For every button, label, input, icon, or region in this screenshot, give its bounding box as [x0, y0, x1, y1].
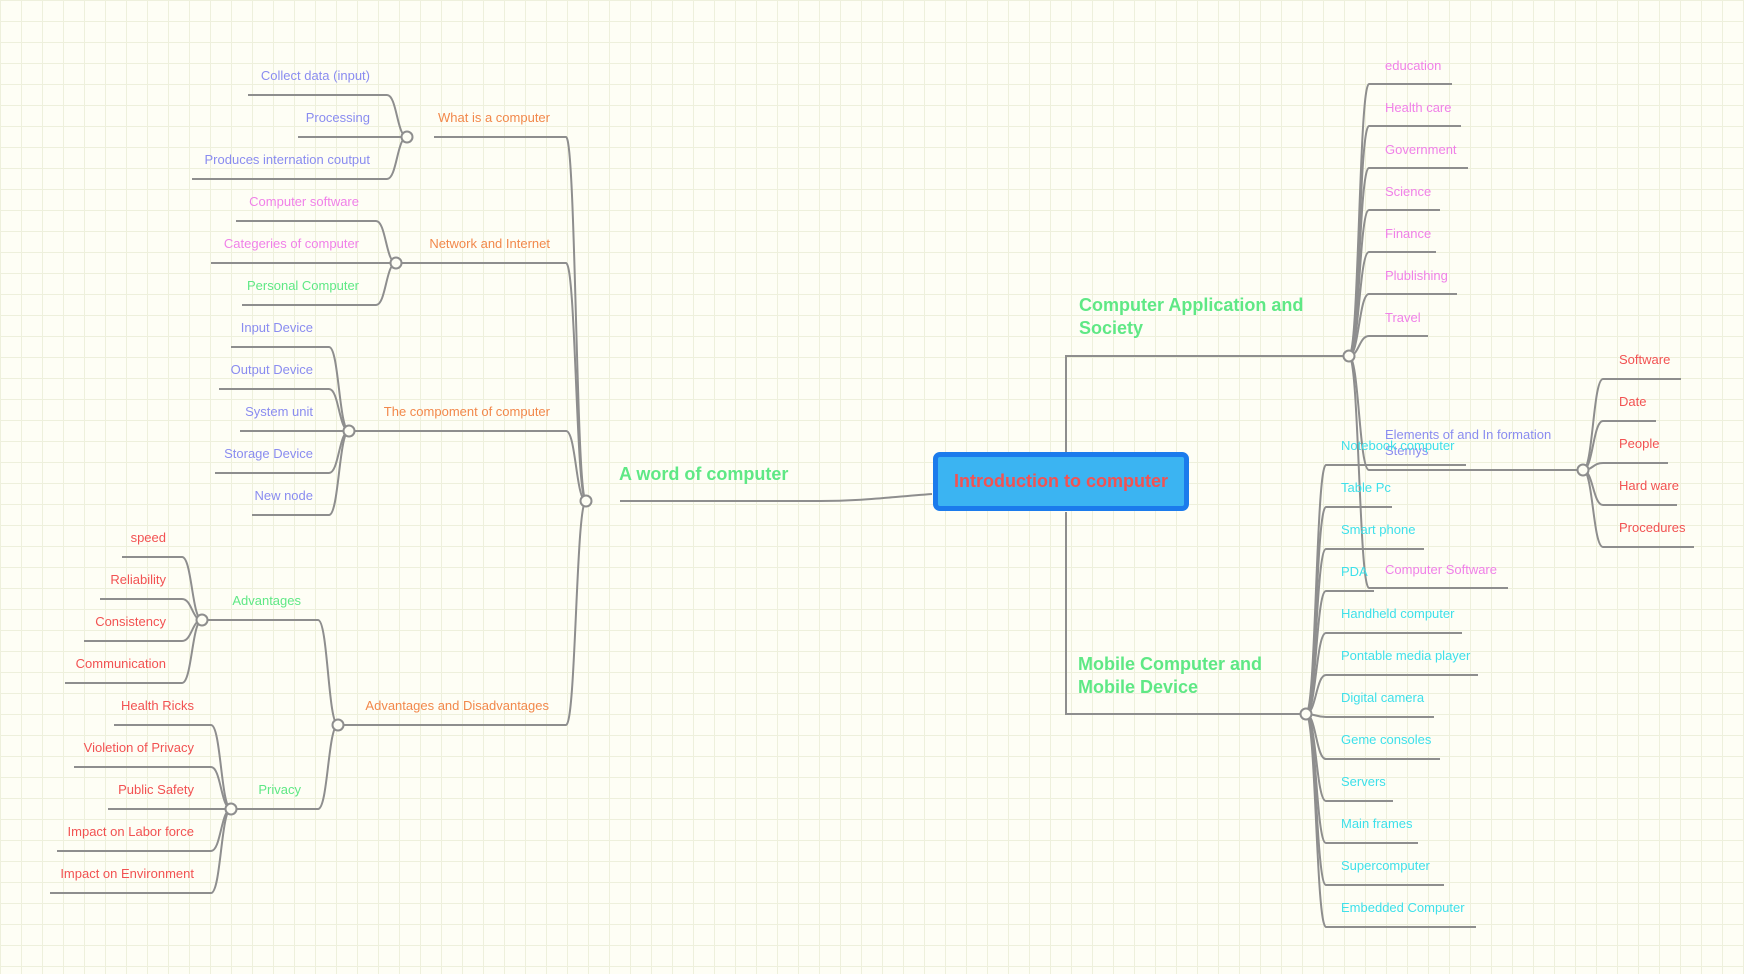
branch-a-word-of-computer[interactable]: A word of computer — [619, 464, 789, 484]
node-impact-on-environment[interactable]: Impact on Environment — [60, 866, 194, 881]
node-public-safety[interactable]: Public Safety — [118, 782, 194, 797]
node-personal-computer[interactable]: Personal Computer — [247, 278, 359, 293]
node-travel[interactable]: Travel — [1385, 310, 1421, 325]
branch-collapse-handle[interactable] — [195, 613, 209, 627]
node-network-and-internet[interactable]: Network and Internet — [429, 236, 550, 251]
node-notebook-computer[interactable]: Notebook computer — [1341, 438, 1455, 453]
node-consistency[interactable]: Consistency — [95, 614, 166, 629]
connector — [1305, 713, 1476, 928]
root-node[interactable]: Introduction to computer — [933, 452, 1189, 511]
node-smart-phone[interactable]: Smart phone — [1341, 522, 1416, 537]
connector — [350, 430, 587, 502]
node-software[interactable]: Software — [1619, 352, 1671, 367]
connector — [434, 136, 587, 502]
connector — [397, 262, 587, 502]
node-government[interactable]: Government — [1385, 142, 1457, 157]
node-science[interactable]: Science — [1385, 184, 1432, 199]
node-education[interactable]: education — [1385, 58, 1442, 73]
node-health-risks[interactable]: Health Ricks — [121, 698, 194, 713]
node-elements-of-information-systems[interactable]: Elements of and In formation Stemys — [1385, 427, 1552, 458]
node-servers[interactable]: Servers — [1341, 774, 1386, 789]
node-new-node[interactable]: New node — [254, 488, 313, 503]
node-what-is-a-computer[interactable]: What is a computer — [438, 110, 550, 125]
connector — [1582, 378, 1681, 471]
node-component-of-computer[interactable]: The compoment of computer — [383, 404, 550, 419]
branch-collapse-handle[interactable] — [1576, 463, 1590, 477]
node-produces-output[interactable]: Produces internation coutput — [204, 152, 371, 167]
root-to-left — [620, 493, 933, 502]
branch-collapse-handle[interactable] — [331, 718, 345, 732]
connector — [338, 500, 587, 726]
node-speed[interactable]: speed — [130, 530, 166, 545]
branch-collapse-handle[interactable] — [1342, 349, 1356, 363]
node-categories-of-computer[interactable]: Categeries of computer — [223, 236, 359, 251]
node-processing[interactable]: Processing — [305, 110, 370, 125]
connector — [1348, 355, 1508, 589]
connector — [1582, 462, 1668, 471]
connector — [122, 556, 203, 621]
branch-collapse-handle[interactable] — [342, 424, 356, 438]
node-communication[interactable]: Communication — [75, 656, 166, 671]
node-handheld-computer[interactable]: Handheld computer — [1341, 606, 1455, 621]
node-advantages-and-disadvantages[interactable]: Advantages and Disadvantages — [365, 698, 549, 713]
node-game-consoles[interactable]: Geme consoles — [1341, 732, 1432, 747]
node-health-care[interactable]: Health care — [1385, 100, 1452, 115]
node-computer-software-right[interactable]: Computer Software — [1385, 562, 1497, 577]
branch-collapse-handle[interactable] — [224, 802, 238, 816]
node-output-device[interactable]: Output Device — [230, 362, 313, 377]
node-collect-data[interactable]: Collect data (input) — [260, 68, 370, 83]
node-procedures[interactable]: Procedures — [1619, 520, 1686, 535]
node-violation-of-privacy[interactable]: Violetion of Privacy — [83, 740, 194, 755]
node-impact-on-labor-force[interactable]: Impact on Labor force — [67, 824, 194, 839]
node-pda[interactable]: PDA — [1341, 564, 1368, 579]
node-supercomputer[interactable]: Supercomputer — [1341, 858, 1430, 873]
branch-computer-application-and-society[interactable]: Computer Application and Society — [1079, 295, 1304, 338]
node-publishing[interactable]: Plublishing — [1385, 268, 1448, 283]
node-table-pc[interactable]: Table Pc — [1341, 480, 1391, 495]
node-advantages[interactable]: Advantages — [232, 593, 301, 608]
node-computer-software[interactable]: Computer software — [249, 194, 359, 209]
node-portable-media-player[interactable]: Pontable media player — [1341, 648, 1471, 663]
node-reliability[interactable]: Reliability — [110, 572, 166, 587]
node-system-unit[interactable]: System unit — [245, 404, 313, 419]
branch-collapse-handle[interactable] — [579, 494, 593, 508]
node-digital-camera[interactable]: Digital camera — [1341, 690, 1425, 705]
branch-collapse-handle[interactable] — [400, 130, 414, 144]
connector — [1348, 335, 1428, 357]
branch-collapse-handle[interactable] — [389, 256, 403, 270]
connector — [202, 619, 339, 726]
connector — [1305, 464, 1466, 715]
connector — [1305, 713, 1434, 718]
node-main-frames[interactable]: Main frames — [1341, 816, 1413, 831]
node-input-device[interactable]: Input Device — [240, 320, 313, 335]
branch-collapse-handle[interactable] — [1299, 707, 1313, 721]
node-finance[interactable]: Finance — [1385, 226, 1432, 241]
node-embedded-computer[interactable]: Embedded Computer — [1341, 900, 1465, 915]
branch-mobile-computer-and-mobile-device[interactable]: Mobile Computer and Mobile Device — [1078, 654, 1262, 697]
root-to-society — [1065, 355, 1349, 485]
root-to-mobile — [1065, 512, 1306, 715]
node-hardware[interactable]: Hard ware — [1619, 478, 1679, 493]
node-people[interactable]: People — [1619, 436, 1660, 451]
root-label: Introduction to computer — [954, 471, 1168, 491]
node-date[interactable]: Date — [1619, 394, 1647, 409]
node-storage-device[interactable]: Storage Device — [224, 446, 313, 461]
node-privacy[interactable]: Privacy — [258, 782, 301, 797]
